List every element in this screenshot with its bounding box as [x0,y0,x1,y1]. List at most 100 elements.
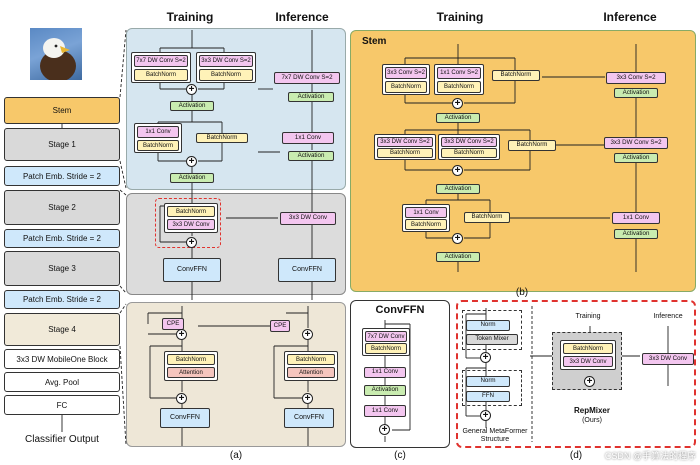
add-node: + [302,393,313,404]
fc-block: FC [4,395,120,415]
stem-block: Stem [4,97,120,124]
patch-emb-3: Patch Emb. Stride = 2 [4,290,120,309]
patch-emb-1-label: Patch Emb. Stride = 2 [22,171,102,181]
batchnorm-box: BatchNorm [167,354,215,365]
batchnorm-box: BatchNorm [365,343,407,354]
conv1x1-s2-box: 1x1 Conv S=2 [437,67,481,79]
avgpool-label: Avg. Pool [44,377,80,387]
token-mixer-group [462,310,522,350]
caption-c: (c) [394,450,406,461]
repmixer-inference-label: Inference [653,313,683,320]
batchnorm-box: BatchNorm [167,206,215,217]
attention-box: Attention [167,367,215,378]
training-header-b: Training [436,10,484,24]
batchnorm-box: BatchNorm [199,69,253,81]
add-node: + [302,329,313,340]
inference-conv1x1-box: 1x1 Conv [612,212,660,224]
stage3-label: Stage 3 [48,264,76,273]
repmixer-label: RepMixer [573,406,610,415]
attention-box: Attention [287,367,335,378]
convffn-box: ConvFFN [160,408,210,428]
patch-emb-3-label: Patch Emb. Stride = 2 [22,295,102,304]
reparam-highlight [155,198,221,248]
add-node: + [176,329,187,340]
stage2-block: Stage 2 [4,190,120,225]
activation-box: Activation [436,113,480,123]
batchnorm-box: BatchNorm [377,148,433,158]
add-node: + [379,424,390,435]
repmixer-train-branch: BatchNorm 3x3 DW Conv [164,203,218,233]
convffn-box: ConvFFN [278,258,336,282]
batchnorm-box: BatchNorm [441,148,497,158]
stage2-label: Stage 2 [48,203,76,212]
conv7x7-dw-box: 7x7 DW Conv S=2 [134,55,188,67]
stem-branch-pw: 1x1 Conv BatchNorm [402,204,450,232]
stage4-label: Stage 4 [48,325,76,334]
train-branch-7x7: 7x7 DW Conv S=2 BatchNorm [131,52,191,83]
mobileone-label: 3x3 DW MobileOne Block [16,354,108,364]
dwconv3x3-box: 3x3 DW Conv S=2 [441,137,497,147]
activation-box: Activation [436,184,480,194]
inference-dwconv3x3-box: 3x3 DW Conv [642,353,694,365]
norm-box: Norm [466,320,510,331]
activation-box: Activation [436,252,480,262]
stem-panel-label: Stem [362,36,387,47]
add-node: + [452,98,463,109]
stem-branch-3x3: 3x3 Conv S=2 BatchNorm [382,64,430,95]
ffn-group [462,370,522,406]
batchnorm-box: BatchNorm [287,354,335,365]
convffn-box: ConvFFN [163,258,221,282]
inference-conv7x7-box: 7x7 DW Conv S=2 [274,72,340,84]
batchnorm-box: BatchNorm [137,140,179,151]
batchnorm-identity-box: BatchNorm [196,133,248,143]
inference-conv3x3-box: 3x3 Conv S=2 [606,72,666,84]
dwconv3x3-box: 3x3 DW Conv [563,356,613,367]
stem-branch-1x1: 1x1 Conv S=2 BatchNorm [434,64,484,95]
batchnorm-box: BatchNorm [405,219,447,230]
add-node: + [186,84,197,95]
add-node: + [186,237,197,248]
patch-emb-2-label: Patch Emb. Stride = 2 [22,234,102,243]
patch-emb-1: Patch Emb. Stride = 2 [4,166,120,186]
stage1-block: Stage 1 [4,128,120,161]
input-image [30,28,82,80]
token-mixer-box: Token Mixer [466,334,518,345]
add-node: + [480,410,491,421]
repmixer-training-label: Training [575,313,601,320]
ours-label: (Ours) [582,417,602,424]
mobileone-block: 3x3 DW MobileOne Block [4,349,120,369]
conv3x3-box: 3x3 Conv S=2 [385,67,427,79]
batchnorm-box: BatchNorm [437,81,481,93]
add-node: + [480,352,491,363]
add-node: + [186,156,197,167]
conv1x1-box: 1x1 Conv [364,367,406,378]
patch-emb-2: Patch Emb. Stride = 2 [4,229,120,248]
metaformer-label: General MetaFormer Structure [462,428,528,444]
inference-conv1x1-box: 1x1 Conv [282,132,334,144]
repmixer-branch: BatchNorm 3x3 DW Conv [560,340,616,370]
batchnorm-identity-box: BatchNorm [492,70,540,81]
conv1x1-box: 1x1 Conv [405,207,447,218]
watermark-text: CSDN @手算法的程序 [604,451,696,461]
dwconv3x3-box: 3x3 DW Conv S=2 [377,137,433,147]
cpe-box: CPE [162,318,184,330]
conv1x1-box: 1x1 Conv [137,126,179,138]
add-node: + [584,376,595,387]
activation-box: Activation [288,92,334,102]
ffn-box: FFN [466,391,510,402]
activation-box: Activation [614,153,658,163]
batchnorm-box: BatchNorm [385,81,427,93]
activation-box: Activation [614,88,658,98]
attention-train-branch: BatchNorm Attention [164,351,218,381]
fc-label: FC [56,400,68,410]
stage4-block: Stage 4 [4,313,120,346]
training-header-a: Training [166,10,214,24]
dwconv7x7-box: 7x7 DW Conv [365,331,407,342]
attention-infer-branch: BatchNorm Attention [284,351,338,381]
train-branch-1x1: 1x1 Conv BatchNorm [134,123,182,153]
conv3x3-dw-box: 3x3 DW Conv S=2 [199,55,253,67]
batchnorm-box: BatchNorm [134,69,188,81]
norm-box: Norm [466,376,510,387]
batchnorm-identity-box: BatchNorm [508,140,556,151]
caption-d: (d) [569,450,583,461]
